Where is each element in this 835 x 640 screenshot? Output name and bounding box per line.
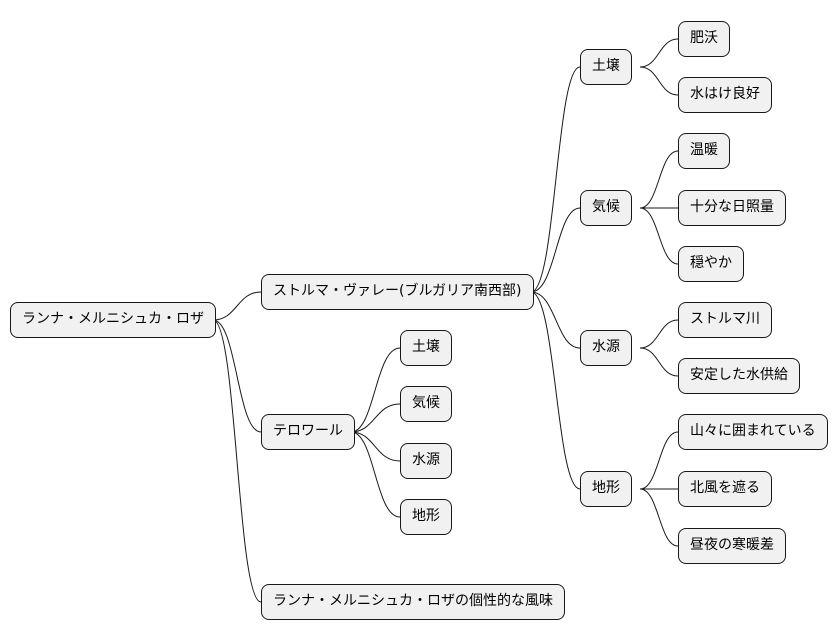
edge-valley-to-terrain xyxy=(530,291,581,490)
valley-soil-node: 土壌 xyxy=(580,49,632,85)
edge-terroir-to-terrain xyxy=(350,431,401,518)
valley-water-node: 水源 xyxy=(580,330,632,366)
branch-unique-flavor: ランナ・メルニシュカ・ロザの個性的な風味 xyxy=(261,584,565,620)
water-river-node: ストルマ川 xyxy=(678,302,772,338)
edge-terroir-to-soil xyxy=(350,347,401,433)
edge-soil-to-drainage xyxy=(639,66,679,96)
climate-sunshine-node: 十分な日照量 xyxy=(678,190,786,226)
soil-fertile-node: 肥沃 xyxy=(678,21,730,57)
soil-drainage-node: 水はけ良好 xyxy=(678,77,772,113)
valley-terrain-node: 地形 xyxy=(580,471,632,507)
root-node: ランナ・メルニシュカ・ロザ xyxy=(10,302,216,338)
terroir-terrain-node: 地形 xyxy=(400,499,452,535)
edge-climate-to-warm xyxy=(639,150,679,209)
edge-terrain-to-temperature-diff xyxy=(639,488,679,547)
edge-valley-to-water xyxy=(530,291,581,349)
edge-root-to-terroir xyxy=(212,319,262,433)
water-supply-node: 安定した水供給 xyxy=(678,358,800,394)
terrain-north-wind-node: 北風を遮る xyxy=(678,471,772,507)
edge-root-to-flavor xyxy=(212,319,262,603)
edge-valley-to-climate xyxy=(530,207,581,293)
edge-valley-to-soil xyxy=(530,66,581,293)
climate-mild-node: 穏やか xyxy=(678,246,744,282)
edge-terroir-to-climate xyxy=(350,403,401,433)
edge-root-to-stroma-valley xyxy=(212,291,262,321)
terroir-climate-node: 気候 xyxy=(400,386,452,422)
edge-terroir-to-water xyxy=(350,431,401,462)
climate-warm-node: 温暖 xyxy=(678,133,730,169)
branch-terroir: テロワール xyxy=(261,414,355,450)
edge-water-to-supply xyxy=(639,347,679,377)
terroir-soil-node: 土壌 xyxy=(400,330,452,366)
terrain-temperature-diff-node: 昼夜の寒暖差 xyxy=(678,528,786,564)
edge-soil-to-fertile xyxy=(639,38,679,68)
edge-water-to-river xyxy=(639,319,679,349)
valley-climate-node: 気候 xyxy=(580,190,632,226)
edge-terrain-to-mountains xyxy=(639,431,679,490)
branch-stroma-valley: ストルマ・ヴァレー(ブルガリア南西部) xyxy=(261,274,534,310)
terroir-water-node: 水源 xyxy=(400,443,452,479)
terrain-mountains-node: 山々に囲まれている xyxy=(678,414,828,450)
edge-climate-to-mild xyxy=(639,207,679,265)
